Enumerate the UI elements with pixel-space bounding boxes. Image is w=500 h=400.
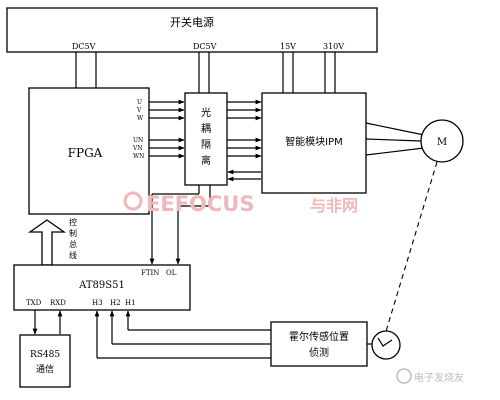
- signal-h2: H2: [110, 299, 121, 307]
- mcu-label: AT89S51: [78, 280, 125, 291]
- motor-label: M: [437, 137, 447, 148]
- control-bus-char-3: 总: [69, 239, 77, 249]
- opto-to-mcu-arrows: [149, 185, 211, 265]
- signal-vn: VN: [132, 145, 143, 152]
- signal-wn: WN: [133, 153, 144, 160]
- power-supply-box: [6, 7, 378, 53]
- hall-sensor-box: [270, 321, 368, 367]
- ipm-box: [261, 92, 367, 194]
- optocoupler-box: [184, 92, 228, 186]
- signal-h3: H3: [92, 299, 103, 307]
- elecfans-watermark-text: 电子发烧友: [414, 371, 464, 384]
- ipm-label: 智能模块IPM: [285, 135, 343, 148]
- hall-sub-label: 侦测: [309, 346, 329, 359]
- signal-txd: TXD: [26, 299, 42, 307]
- signal-rxd: RXD: [50, 299, 66, 307]
- supply-lines: [75, 52, 336, 93]
- signal-u: U: [137, 99, 142, 106]
- ipm-15v-label: 15V: [280, 42, 296, 51]
- control-bus-char-4: 线: [69, 250, 77, 260]
- elecfans-watermark: 电子发烧友: [396, 368, 464, 384]
- fpga-voltage-label: DC5V: [72, 42, 96, 51]
- motor-coupling-dashed: [383, 161, 438, 339]
- rs485-label: RS485: [30, 350, 60, 360]
- signal-ftin: FTIN: [141, 269, 159, 277]
- opto-char-3: 隔: [201, 139, 211, 151]
- eefocus-watermark-brand: EEFOCUS: [146, 192, 254, 216]
- signal-v: V: [136, 107, 142, 114]
- fpga-to-opto-arrows: [149, 99, 185, 159]
- hall-to-mcu-arrows: [94, 310, 271, 359]
- hall-label: 霍尔传感位置: [289, 330, 349, 343]
- signal-w: W: [137, 115, 144, 122]
- control-bus-char-1: 控: [69, 217, 77, 227]
- mcu-box: [13, 264, 191, 311]
- signal-h1: H1: [125, 299, 136, 307]
- signal-ol: OL: [166, 269, 177, 277]
- ipm-to-motor-lines: [365, 122, 425, 156]
- mcu-rs485-arrows: [32, 310, 63, 335]
- fpga-label: FPGA: [68, 146, 103, 160]
- opto-voltage-label: DC5V: [193, 42, 217, 51]
- opto-to-ipm-arrows: [227, 99, 262, 182]
- opto-char-2: 耦: [201, 123, 211, 135]
- control-bus-arrow: [27, 219, 67, 266]
- eefocus-watermark-cn: 与非网: [310, 196, 358, 215]
- eefocus-watermark: EEFOCUS 与非网: [123, 191, 358, 216]
- motor-circle: [420, 119, 464, 163]
- power-supply-label: 开关电源: [170, 15, 214, 29]
- hall-sensor-head: [367, 330, 401, 360]
- opto-char-4: 离: [201, 154, 211, 167]
- control-bus-char-2: 制: [69, 228, 77, 238]
- ipm-310v-label: 310V: [323, 42, 344, 51]
- rs485-sub-label: 通信: [36, 363, 54, 375]
- signal-un: UN: [133, 137, 143, 144]
- opto-char-1: 光: [201, 106, 211, 119]
- rs485-box: [19, 334, 71, 388]
